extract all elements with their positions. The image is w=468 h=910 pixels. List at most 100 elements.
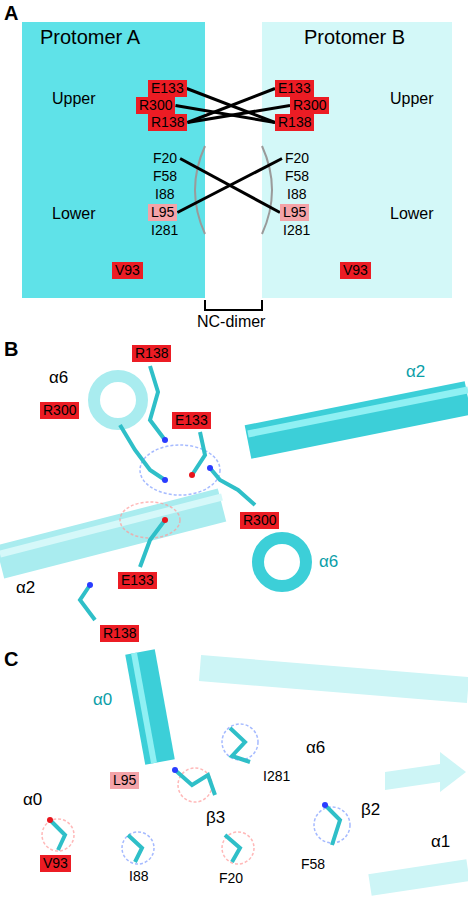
residue-tag: F58 [282, 168, 312, 185]
strand-label: β2 [360, 800, 381, 820]
helix-ribbon [248, 398, 468, 442]
residue-tag: L95 [110, 772, 139, 789]
region-label: Upper [390, 90, 434, 108]
residue-tag: R300 [136, 97, 175, 114]
atom [162, 477, 168, 483]
residue-name: R300 [243, 512, 276, 529]
strand-label: β3 [205, 808, 226, 828]
residue-label: F58 [300, 856, 326, 872]
helix-end [94, 376, 142, 424]
contact-line-path [187, 89, 275, 123]
residue-tag: R138 [100, 625, 139, 642]
side-chain [210, 468, 255, 505]
helix-label: α1 [430, 832, 451, 852]
atom [162, 517, 168, 523]
helix-ribbon [370, 870, 468, 885]
protomer-fill [22, 22, 205, 298]
density-mesh [120, 502, 180, 538]
residue-name: R300 [139, 97, 172, 114]
residue-name: E133 [278, 80, 311, 97]
side-chain [175, 770, 215, 795]
side-chain [325, 805, 340, 845]
helix-highlight [248, 390, 468, 434]
connectors [175, 89, 290, 213]
residue-name: V93 [43, 855, 68, 872]
density-mesh [42, 819, 74, 851]
side-chain [230, 728, 250, 762]
contact-line [177, 159, 282, 213]
protomer-fills [22, 22, 452, 298]
residue-name: R300 [43, 402, 76, 419]
region-label: Lower [390, 205, 434, 223]
residue-name: E133 [151, 80, 184, 97]
density-mesh [222, 832, 254, 864]
dimer-bracket [205, 300, 262, 310]
atom [322, 802, 328, 808]
cluster-arc [195, 146, 205, 234]
residue-tag: E133 [275, 80, 314, 97]
residue-name: I88 [155, 186, 174, 203]
helix-label: α6 [305, 738, 326, 758]
residue-name: I281 [151, 222, 178, 239]
residue-name: E133 [175, 412, 208, 429]
residue-name: V93 [115, 262, 140, 279]
residue-name: L95 [283, 204, 306, 221]
side-chain [192, 432, 205, 475]
residue-name: R138 [103, 625, 136, 642]
dimer-label: NC-dimer [196, 313, 266, 331]
residue-tag: I88 [284, 186, 309, 203]
residue-name: I88 [287, 186, 306, 203]
residue-name: F58 [153, 168, 177, 185]
residue-name: V93 [343, 262, 368, 279]
residue-tag: V93 [112, 262, 143, 279]
side-chain [128, 835, 142, 862]
atom [172, 767, 178, 773]
residue-name: R138 [135, 345, 168, 362]
helix-label: α2 [15, 578, 36, 598]
residue-tag: L95 [280, 204, 309, 221]
contact-line [187, 89, 275, 123]
side-chain [225, 835, 240, 862]
residue-tag: R300 [40, 402, 79, 419]
atom [87, 582, 93, 588]
side-chain [150, 366, 165, 440]
atom [189, 472, 195, 478]
residue-name: F20 [285, 150, 309, 167]
residue-tag: R300 [290, 97, 329, 114]
protomer-title: Protomer B [304, 26, 405, 49]
helix-ribbon [0, 505, 222, 562]
side-chain [120, 425, 165, 480]
atom [162, 437, 168, 443]
residue-tag: F58 [150, 168, 180, 185]
residue-label: F20 [218, 870, 244, 886]
helix-highlight [0, 497, 222, 554]
contact-line-path [175, 106, 275, 123]
atom [47, 817, 53, 823]
density-mesh [122, 832, 154, 864]
density-mesh [222, 724, 258, 760]
strand-arrow [385, 752, 466, 792]
residue-tag: E133 [148, 80, 187, 97]
contact-line [187, 89, 275, 123]
residue-name: F58 [285, 168, 309, 185]
region-label: Upper [52, 90, 96, 108]
residue-tag: V93 [340, 262, 371, 279]
residue-tag: I88 [152, 186, 177, 203]
helix-highlight [134, 653, 154, 763]
atom [207, 465, 213, 471]
helix-label: α6 [318, 552, 339, 572]
protomer-box: Protomer AUpperLowerE133R300R138F20F58I8… [22, 22, 205, 298]
residue-tag: F20 [282, 150, 312, 167]
residue-tag: R138 [132, 345, 171, 362]
helix-label: α0 [92, 690, 113, 710]
panel-letter: A [4, 2, 18, 25]
contact-line-path [177, 159, 282, 213]
contact-line [175, 106, 275, 123]
residue-name: L95 [151, 204, 174, 221]
helix-label: α0 [22, 790, 43, 810]
residue-name: E133 [121, 572, 154, 589]
helix-label: α6 [48, 368, 69, 388]
residue-tag: I281 [280, 222, 313, 239]
protomer-title: Protomer A [40, 26, 140, 49]
residue-name: R138 [151, 114, 184, 131]
